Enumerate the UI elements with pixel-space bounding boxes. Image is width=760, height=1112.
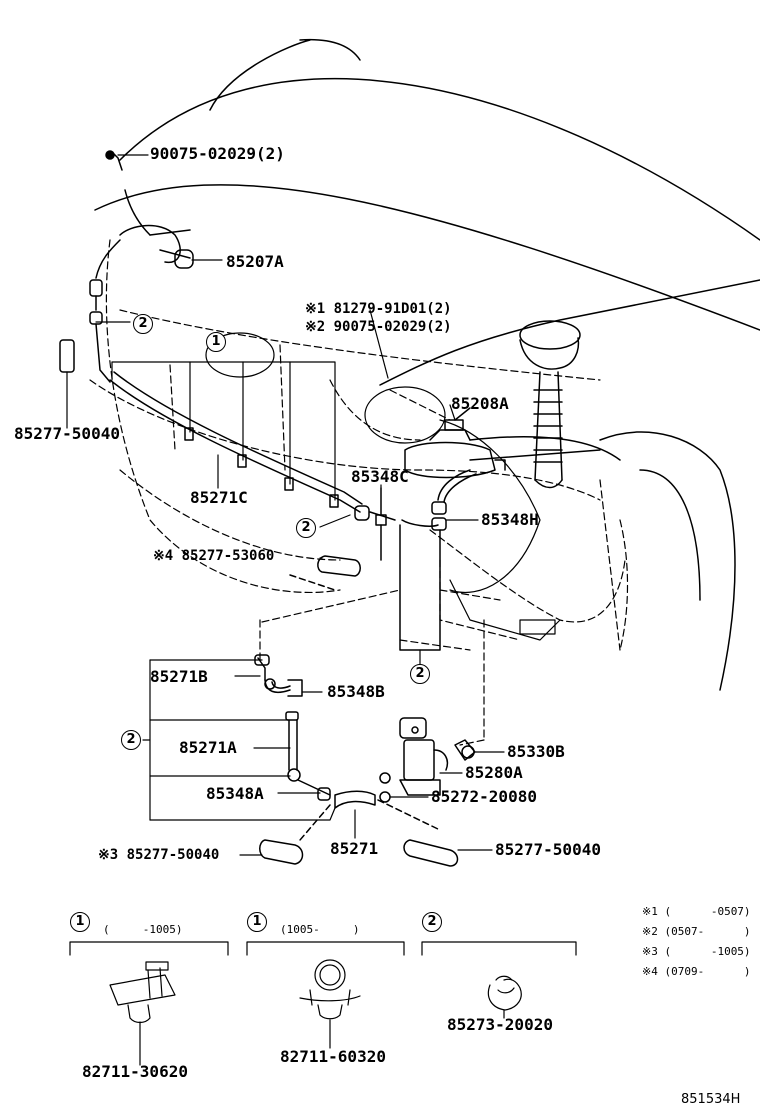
callout-2-hose: 2 <box>296 518 316 538</box>
callout-1-hose: 1 <box>206 332 226 352</box>
pump-motor-85208A <box>404 407 506 531</box>
part-label-clamp: 85272-20080 <box>431 787 537 806</box>
clip-insets <box>69 941 577 1066</box>
pump-85280A <box>399 717 449 796</box>
part-label-clip1b: 82711-60320 <box>280 1047 386 1066</box>
part-label-pump: 85280A <box>465 763 523 782</box>
grille-shapes <box>205 332 561 641</box>
part-label-tube-right: 85277-50040 <box>495 840 601 859</box>
part-label-bolt-top: 90075-02029(2) <box>150 144 285 163</box>
cap-85330B <box>454 739 476 761</box>
callout-2-lower: 2 <box>121 730 141 750</box>
part-label-joint-h: 85348H <box>481 510 539 529</box>
callout-2-inset: 2 <box>422 912 442 932</box>
callout-1-leaders <box>111 361 336 501</box>
legend-item-3: ※3 ( -1005) <box>642 945 751 958</box>
part-label-clip-note2: ※2 90075-02029(2) <box>305 319 452 335</box>
callout-2-nozzle: 2 <box>133 314 153 334</box>
callout-2-tube: 2 <box>410 664 430 684</box>
tube-85277-53060 <box>289 555 361 591</box>
leader-lines <box>66 154 505 856</box>
part-label-clip1a: 82711-30620 <box>82 1062 188 1081</box>
part-label-hose-main: 85271C <box>190 488 248 507</box>
legend-item-4: ※4 (0709- ) <box>642 965 751 978</box>
part-label-joint-a: 85348A <box>206 784 264 803</box>
diagram-code: 851534H <box>681 1092 741 1107</box>
part-label-cap: 85330B <box>507 742 565 761</box>
part-label-joint-b: 85348B <box>327 682 385 701</box>
bumper-dashed-outline <box>89 239 629 746</box>
inset-note-1b: (1005- ) <box>280 923 360 936</box>
part-label-pump-motor: 85208A <box>451 394 509 413</box>
part-label-tube-left: 85277-50040 <box>14 424 120 443</box>
callout-1-inset-a: 1 <box>70 912 90 932</box>
callout-1-inset-b: 1 <box>247 912 267 932</box>
part-label-hose-b: 85271B <box>150 667 208 686</box>
legend-item-1: ※1 ( -0507) <box>642 905 751 918</box>
car-body-outline <box>94 38 760 691</box>
tubes-85277-50040 <box>259 839 459 867</box>
part-label-clip2: 85273-20020 <box>447 1015 553 1034</box>
vertical-tube <box>399 519 441 651</box>
part-label-clip-note1: ※1 81279-91D01(2) <box>305 301 452 317</box>
callout-2-bracket <box>142 659 336 821</box>
legend-item-2: ※2 (0507- ) <box>642 925 751 938</box>
filler-neck <box>519 320 581 489</box>
part-label-nozzle-upper: 85207A <box>226 252 284 271</box>
upper-nozzle-assembly <box>59 150 194 383</box>
part-label-hose-a: 85271A <box>179 738 237 757</box>
main-hose-85271C <box>109 371 396 521</box>
part-label-tube-note4: ※4 85277-53060 <box>153 548 275 564</box>
clamp-85272 <box>379 772 391 803</box>
part-label-hose: 85271 <box>330 839 379 858</box>
joint-85348C <box>375 487 387 561</box>
part-label-joint-c: 85348C <box>351 467 409 486</box>
inset-note-1a: ( -1005) <box>103 923 183 936</box>
part-label-tube-note3: ※3 85277-50040 <box>98 847 220 863</box>
